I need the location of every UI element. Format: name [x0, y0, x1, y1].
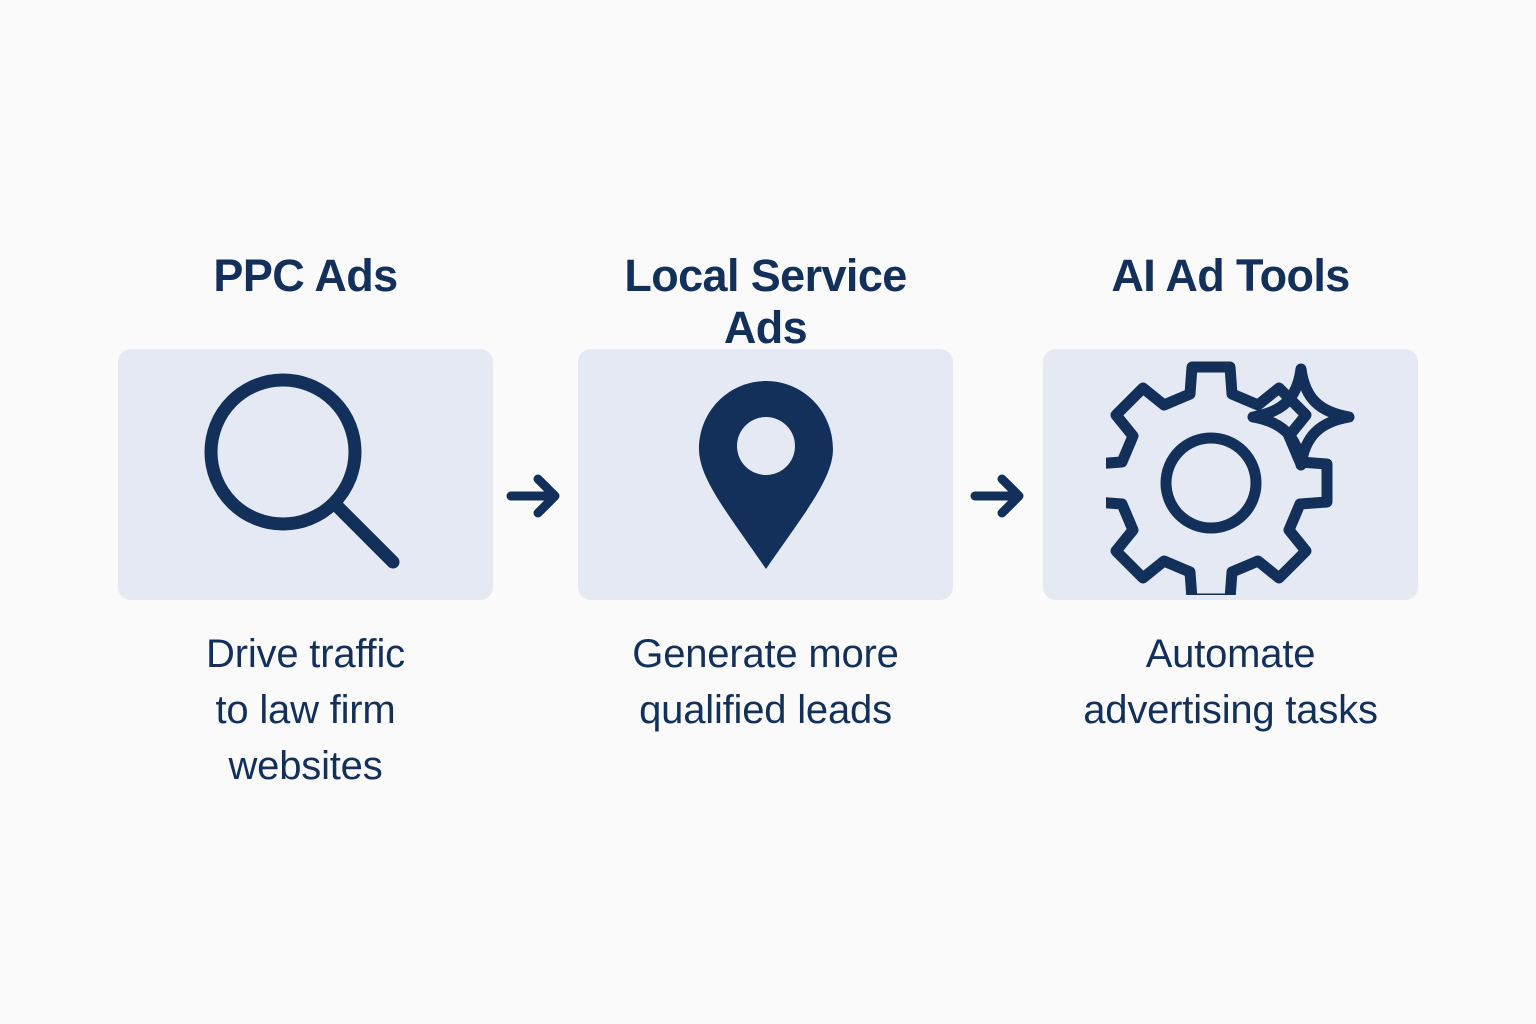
- step-caption: Generate more qualified leads: [632, 632, 899, 732]
- step-icon-panel: [578, 349, 953, 600]
- step-caption: Automate advertising tasks: [1083, 632, 1378, 732]
- step-title: PPC Ads: [213, 250, 398, 301]
- step-icon-panel: [1043, 349, 1418, 600]
- gear-sparkle-icon: [1043, 349, 1418, 600]
- step-title: Local Service Ads: [624, 250, 907, 353]
- flow-step-ai-ad-tools: AI Ad Tools Automate advertising tasks: [1043, 0, 1418, 1024]
- magnifying-glass-icon: [118, 349, 493, 600]
- flow-step-local-service-ads: Local Service Ads Generate more qualifie…: [578, 0, 953, 1024]
- map-pin-icon: [578, 349, 953, 600]
- step-title: AI Ad Tools: [1111, 250, 1350, 301]
- step-icon-panel: [118, 349, 493, 600]
- flow-step-ppc-ads: PPC Ads Drive traffic to law firm websit…: [118, 0, 493, 1024]
- arrow-right-icon: [505, 470, 565, 522]
- step-caption: Drive traffic to law firm websites: [206, 632, 405, 788]
- arrow-right-icon: [969, 470, 1029, 522]
